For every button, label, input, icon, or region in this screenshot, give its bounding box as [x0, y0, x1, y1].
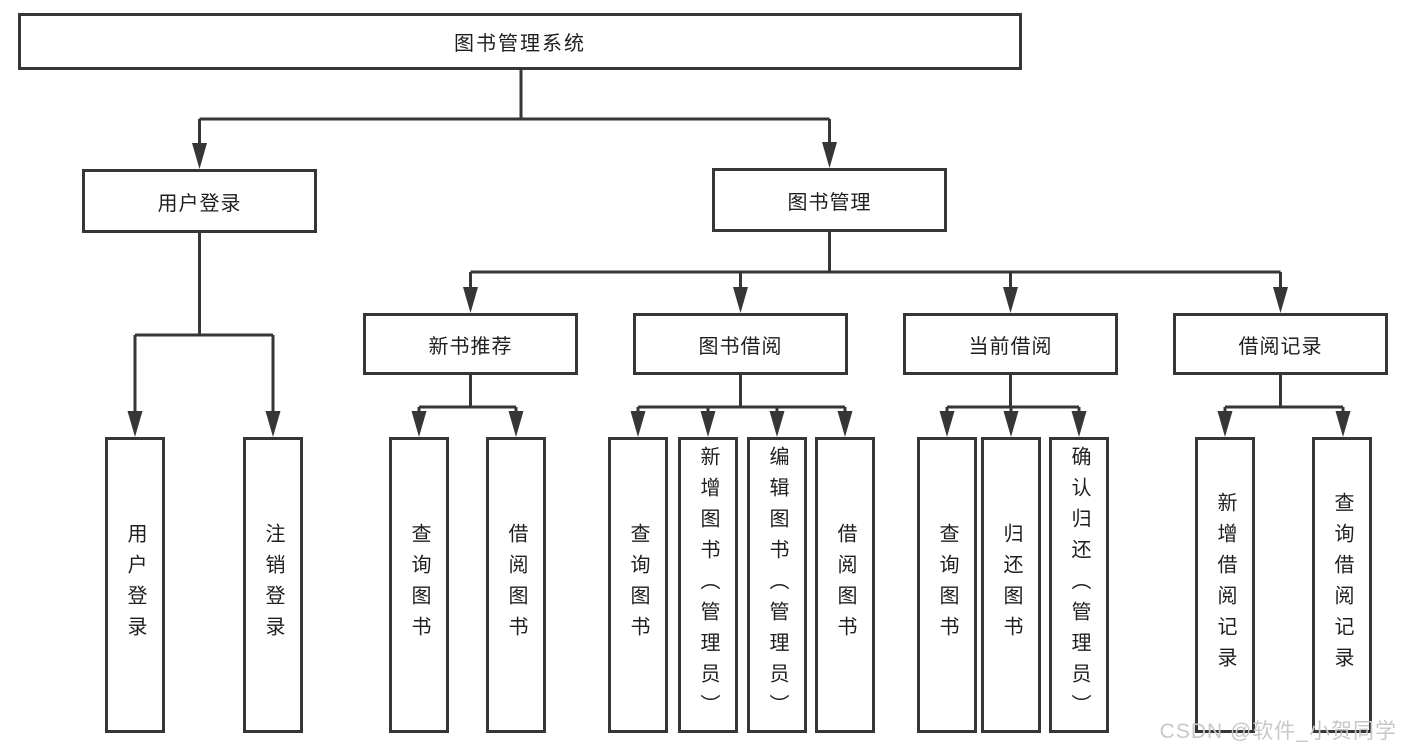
leaf-query-books-current: 查询图书: [917, 437, 977, 733]
connector-user-login-branch: [127, 233, 281, 437]
leaf-query-books: 查询图书: [389, 437, 449, 733]
connector-book-management-to-level3: [463, 232, 1288, 313]
leaf-borrow-books: 借阅图书: [486, 437, 546, 733]
node-label: 当前借阅: [968, 335, 1053, 358]
connector-current-borrow-branch: [939, 375, 1087, 437]
node-label: 注销登录: [262, 523, 284, 647]
node-library-management-system: 图书管理系统: [18, 13, 1022, 70]
node-label: 新增借阅记录: [1214, 492, 1236, 678]
node-label: 图书借阅: [698, 335, 783, 358]
node-label: 编辑图书（管理员）: [766, 445, 788, 725]
leaf-borrow-books-borrow: 借阅图书: [815, 437, 875, 733]
leaf-add-book-admin: 新增图书（管理员）: [678, 437, 738, 733]
node-label: 查询图书: [627, 523, 649, 647]
node-label: 图书管理系统: [454, 33, 586, 55]
node-label: 图书管理: [787, 191, 872, 214]
connector-borrow-records-branch: [1217, 375, 1351, 437]
leaf-user-login: 用户登录: [105, 437, 165, 733]
node-label: 借阅图书: [505, 523, 527, 647]
node-label: 借阅记录: [1238, 335, 1323, 358]
node-label: 查询借阅记录: [1331, 492, 1353, 678]
node-current-borrow: 当前借阅: [903, 313, 1118, 375]
leaf-query-borrow-record: 查询借阅记录: [1312, 437, 1372, 733]
leaf-edit-book-admin: 编辑图书（管理员）: [747, 437, 807, 733]
leaf-add-borrow-record: 新增借阅记录: [1195, 437, 1255, 733]
node-label: 归还图书: [1000, 523, 1022, 647]
connector-root-to-level2: [192, 70, 837, 169]
node-label: 借阅图书: [834, 523, 856, 647]
node-label: 查询图书: [408, 523, 430, 647]
leaf-return-book: 归还图书: [981, 437, 1041, 733]
node-label: 查询图书: [936, 523, 958, 647]
node-label: 用户登录: [124, 523, 146, 647]
node-user-login: 用户登录: [82, 169, 317, 233]
connector-new-book-recommend-branch: [411, 375, 524, 437]
leaf-logout: 注销登录: [243, 437, 303, 733]
leaf-query-books-borrow: 查询图书: [608, 437, 668, 733]
node-label: 确认归还（管理员）: [1068, 445, 1090, 725]
node-new-book-recommend: 新书推荐: [363, 313, 578, 375]
node-book-borrow: 图书借阅: [633, 313, 848, 375]
node-label: 用户登录: [157, 192, 242, 215]
node-label: 新增图书（管理员）: [697, 445, 719, 725]
node-label: 新书推荐: [428, 335, 513, 358]
node-borrow-records: 借阅记录: [1173, 313, 1388, 375]
node-book-management: 图书管理: [712, 168, 947, 232]
leaf-confirm-return-admin: 确认归还（管理员）: [1049, 437, 1109, 733]
connector-book-borrow-branch: [630, 375, 853, 437]
